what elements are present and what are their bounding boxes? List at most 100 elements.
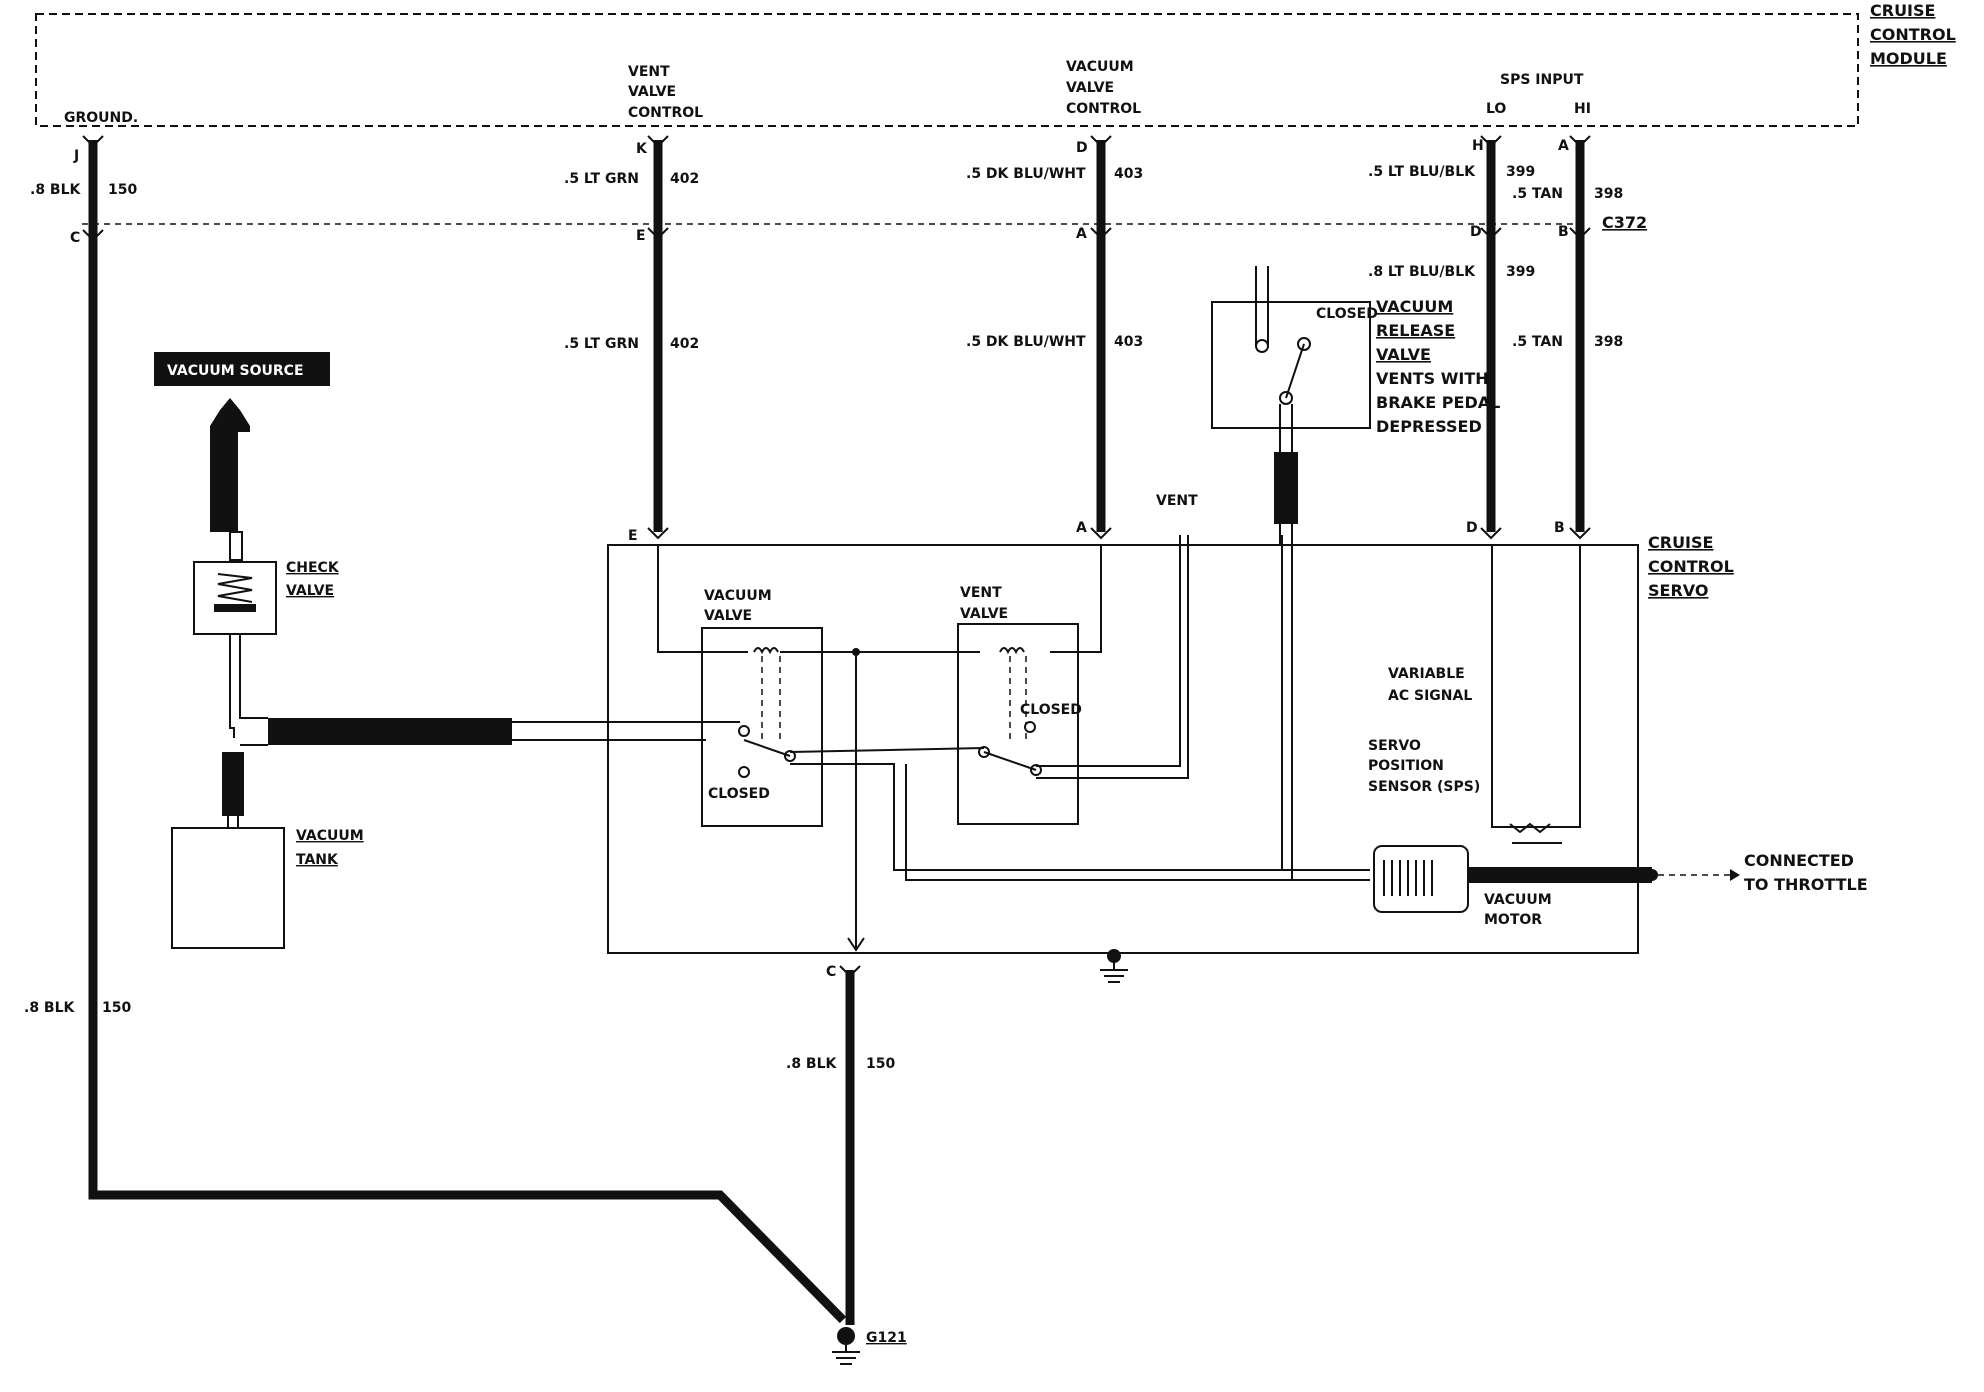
- vent-module-pin-k: K: [636, 141, 648, 157]
- vacuum-tank-label: VACUUM TANK: [296, 828, 364, 868]
- svg-text:SERVO: SERVO: [1648, 581, 1708, 600]
- svg-text:VACUUM SOURCE: VACUUM SOURCE: [167, 363, 304, 379]
- svg-text:VACUUM: VACUUM: [296, 828, 364, 844]
- servo-ground-wire-circuit: 150: [866, 1056, 895, 1072]
- hi-servo-pin-b: B: [1554, 520, 1565, 536]
- variable-ac-signal-label: VARIABLE AC SIGNAL: [1388, 666, 1472, 704]
- svg-text:VALVE: VALVE: [286, 583, 334, 599]
- g121-ground-symbol: [832, 1327, 860, 1365]
- hi-wire-upper-color: .5 TAN: [1512, 186, 1563, 202]
- vacuum-wire-upper-circuit: 403: [1114, 166, 1143, 182]
- sps-lo-wire: [1480, 135, 1502, 540]
- servo-position-sensor: [1491, 544, 1581, 844]
- vacuum-source-hose: [210, 398, 250, 532]
- svg-text:CRUISE: CRUISE: [1870, 1, 1935, 20]
- lo-servo-pin-d: D: [1466, 520, 1478, 536]
- throttle-label: CONNECTED TO THROTTLE: [1744, 851, 1868, 894]
- svg-text:VACUUM: VACUUM: [1376, 297, 1453, 316]
- vent-wire-lower-color: .5 LT GRN: [564, 336, 639, 352]
- hi-connector-pin-b: B: [1558, 224, 1569, 240]
- servo-ground-wire-color: .8 BLK: [786, 1056, 838, 1072]
- svg-text:VALVE: VALVE: [1376, 345, 1431, 364]
- cruise-control-module-box: [35, 13, 1859, 127]
- hi-module-pin-a: A: [1558, 138, 1569, 154]
- hi-wire-upper-circuit: 398: [1594, 186, 1623, 202]
- svg-text:CONTROL: CONTROL: [1066, 101, 1141, 117]
- svg-text:VALVE: VALVE: [704, 608, 752, 624]
- vacuum-valve-wire: [1090, 135, 1112, 540]
- vacuum-tank: [171, 827, 285, 949]
- vacuum-wire-upper-color: .5 DK BLU/WHT: [966, 166, 1086, 182]
- svg-text:DEPRESSED: DEPRESSED: [1376, 417, 1482, 436]
- vacuum-connector-pin-a: A: [1076, 226, 1087, 242]
- ground-wire-mid-color: .8 BLK: [24, 1000, 76, 1016]
- ground-wire-top-circuit: 150: [108, 182, 137, 198]
- svg-text:VENTS WITH: VENTS WITH: [1376, 369, 1489, 388]
- ground-terminal-label: GROUND.: [64, 110, 138, 126]
- hi-wire-lower-circuit: 398: [1594, 334, 1623, 350]
- svg-text:VALVE: VALVE: [960, 606, 1008, 622]
- svg-text:SENSOR (SPS): SENSOR (SPS): [1368, 779, 1480, 795]
- svg-text:MOTOR: MOTOR: [1484, 912, 1542, 928]
- vacuum-source-label: VACUUM SOURCE: [154, 352, 330, 386]
- sps-label: SERVO POSITION SENSOR (SPS): [1368, 738, 1480, 795]
- solenoid-wiring: [657, 545, 1102, 952]
- hi-label: HI: [1574, 101, 1591, 117]
- vacuum-valve-label: VACUUM VALVE: [704, 588, 772, 624]
- vent-valve: [957, 623, 1079, 825]
- vent-valve-closed-label: CLOSED: [1020, 702, 1082, 718]
- svg-text:MODULE: MODULE: [1870, 49, 1947, 68]
- servo-ground-wire: [839, 965, 861, 1325]
- vent-wire-upper-color: .5 LT GRN: [564, 171, 639, 187]
- hi-wire-lower-color: .5 TAN: [1512, 334, 1563, 350]
- svg-text:VALVE: VALVE: [628, 84, 676, 100]
- svg-text:VACUUM: VACUUM: [1484, 892, 1552, 908]
- module-title: CRUISE CONTROL MODULE: [1870, 1, 1956, 68]
- svg-text:SERVO: SERVO: [1368, 738, 1421, 754]
- svg-text:VACUUM: VACUUM: [1066, 59, 1134, 75]
- vacuum-module-pin-d: D: [1076, 140, 1088, 156]
- sps-hi-wire: [1569, 135, 1591, 540]
- vacuum-motor: [1373, 845, 1740, 913]
- svg-text:TANK: TANK: [296, 852, 339, 868]
- vacuum-wire-lower-circuit: 403: [1114, 334, 1143, 350]
- lo-wire-upper-color: .5 LT BLU/BLK: [1368, 164, 1476, 180]
- svg-text:POSITION: POSITION: [1368, 758, 1444, 774]
- vent-label: VENT: [1156, 493, 1198, 509]
- ground-wire: [82, 135, 847, 1324]
- connector-pin-c: C: [70, 230, 80, 246]
- vacuum-wire-lower-color: .5 DK BLU/WHT: [966, 334, 1086, 350]
- vent-connector-pin-e: E: [636, 228, 646, 244]
- vent-wire-upper-circuit: 402: [670, 171, 699, 187]
- vent-valve-control-label: VENT VALVE CONTROL: [628, 64, 703, 121]
- module-pin-j: J: [73, 148, 79, 164]
- servo-title: CRUISE CONTROL SERVO: [1648, 533, 1734, 600]
- vent-valve-label: VENT VALVE: [960, 585, 1008, 622]
- svg-text:CONTROL: CONTROL: [628, 105, 703, 121]
- servo-ground-symbol: [1100, 949, 1128, 983]
- vacuum-release-valve: [1211, 266, 1371, 545]
- ground-wire-mid-circuit: 150: [102, 1000, 131, 1016]
- lo-label: LO: [1486, 101, 1506, 117]
- connector-c372-label: C372: [1602, 213, 1647, 232]
- servo-pin-c: C: [826, 964, 836, 980]
- svg-text:AC SIGNAL: AC SIGNAL: [1388, 688, 1472, 704]
- vent-wire-lower-circuit: 402: [670, 336, 699, 352]
- vacuum-valve: [701, 627, 823, 827]
- vacuum-servo-pin-a: A: [1076, 520, 1087, 536]
- release-valve-closed-label: CLOSED: [1316, 306, 1378, 322]
- release-valve-label: VACUUM RELEASE VALVE VENTS WITH BRAKE PE…: [1376, 297, 1500, 436]
- svg-text:CHECK: CHECK: [286, 560, 340, 576]
- g121-label: G121: [866, 1330, 907, 1346]
- svg-text:VENT: VENT: [960, 585, 1002, 601]
- check-valve-label: CHECK VALVE: [286, 560, 340, 599]
- svg-text:VALVE: VALVE: [1066, 80, 1114, 96]
- svg-text:RELEASE: RELEASE: [1376, 321, 1455, 340]
- lo-module-pin-h: H: [1472, 138, 1484, 154]
- cruise-control-servo-box: [607, 544, 1639, 954]
- lo-wire-lower-circuit: 399: [1506, 264, 1535, 280]
- lo-wire-upper-circuit: 399: [1506, 164, 1535, 180]
- lo-connector-pin-d: D: [1470, 224, 1482, 240]
- vacuum-motor-label: VACUUM MOTOR: [1484, 892, 1552, 928]
